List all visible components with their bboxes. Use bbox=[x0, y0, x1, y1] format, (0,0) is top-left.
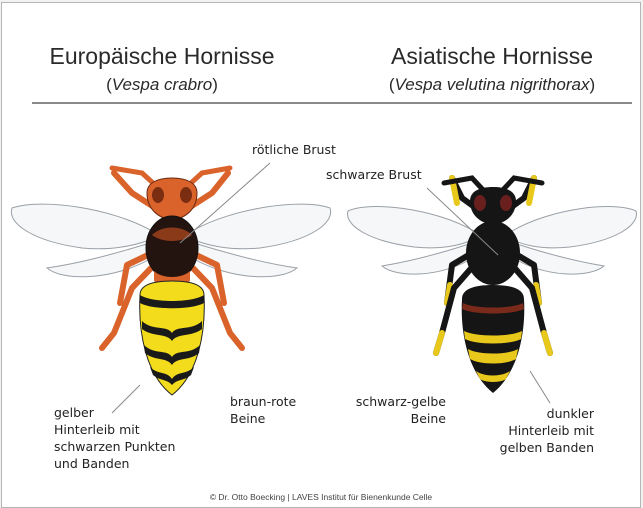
label-roetliche-brust: rötliche Brust bbox=[252, 141, 336, 158]
label-line: braun-rote bbox=[230, 393, 296, 410]
asian-hornet bbox=[348, 178, 637, 393]
label-gelber-hinterleib: gelber Hinterleib mit schwarzen Punkten … bbox=[54, 404, 175, 472]
label-line: schwarz-gelbe bbox=[348, 393, 446, 410]
label-line: Hinterleib mit bbox=[54, 421, 175, 438]
label-braun-rote-beine: braun-rote Beine bbox=[230, 393, 296, 427]
label-dunkler-hinterleib: dunkler Hinterleib mit gelben Banden bbox=[486, 405, 594, 456]
european-thorax bbox=[146, 216, 198, 280]
label-line: gelber bbox=[54, 404, 175, 421]
label-line: Beine bbox=[230, 410, 296, 427]
label-line: und Banden bbox=[54, 455, 175, 472]
label-line: Beine bbox=[348, 410, 446, 427]
label-line: schwarzen Punkten bbox=[54, 438, 175, 455]
european-hornet bbox=[11, 168, 330, 395]
label-schwarz-gelbe-beine: schwarz-gelbe Beine bbox=[348, 393, 446, 427]
asian-thorax bbox=[466, 221, 520, 285]
label-line: dunkler bbox=[486, 405, 594, 422]
label-line: gelben Banden bbox=[486, 439, 594, 456]
label-line: Hinterleib mit bbox=[486, 422, 594, 439]
label-schwarze-brust: schwarze Brust bbox=[326, 166, 422, 183]
image-credit: © Dr. Otto Boecking | LAVES Institut für… bbox=[2, 492, 640, 502]
